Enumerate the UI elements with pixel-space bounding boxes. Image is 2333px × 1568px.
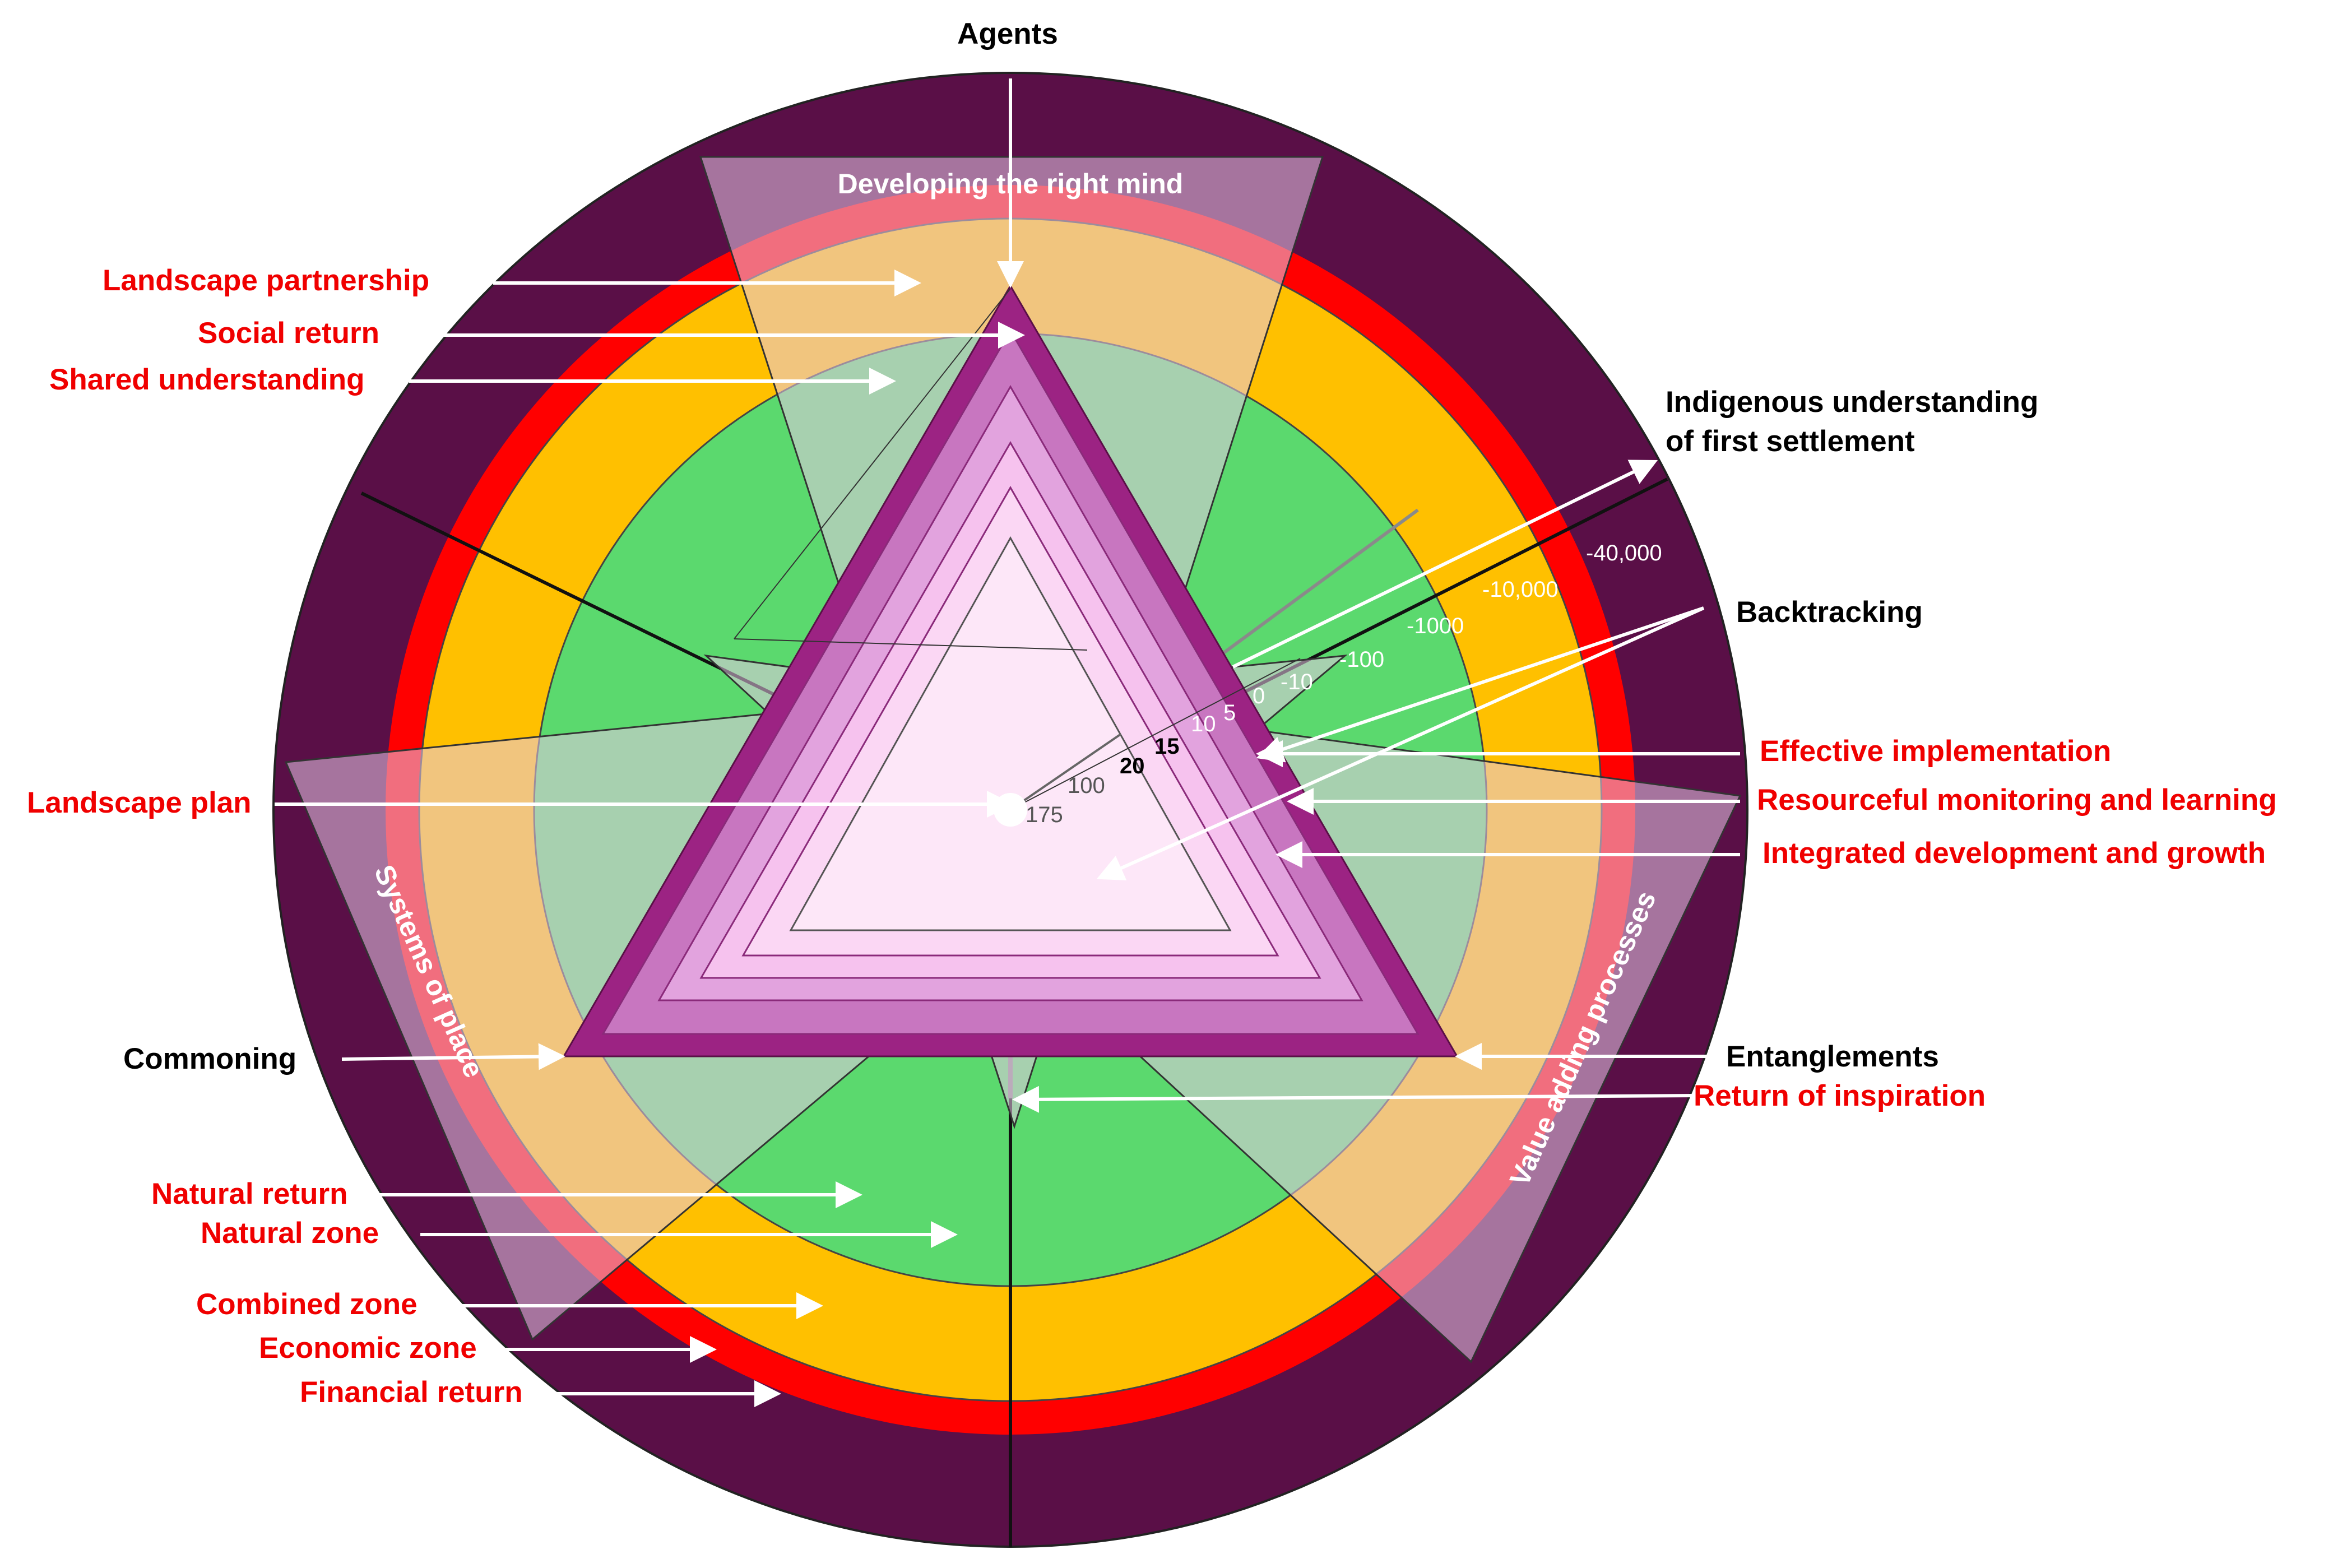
scale-one-seventy-five: 175 bbox=[1026, 802, 1063, 827]
label-backtracking: Backtracking bbox=[1736, 596, 1923, 629]
label-social-return: Social return bbox=[198, 317, 379, 350]
arrow-indigenous bbox=[1232, 460, 1658, 669]
star-line-c bbox=[734, 638, 1088, 651]
center-dot bbox=[994, 793, 1027, 827]
label-resourceful-monitoring: Resourceful monitoring and learning bbox=[1757, 783, 2277, 817]
label-shared-understanding: Shared understanding bbox=[49, 363, 364, 396]
label-integrated-development: Integrated development and growth bbox=[1762, 837, 2266, 870]
label-indigenous-line2: of first settlement bbox=[1666, 425, 1915, 458]
star-line-d bbox=[1010, 658, 1301, 810]
label-landscape-partnership: Landscape partnership bbox=[103, 264, 429, 297]
label-indigenous-line1: Indigenous understanding bbox=[1666, 386, 2038, 419]
label-agents: Agents bbox=[957, 17, 1058, 50]
star-line-a bbox=[734, 288, 1011, 639]
label-natural-return: Natural return bbox=[151, 1177, 347, 1210]
label-commoning: Commoning bbox=[123, 1042, 296, 1075]
arrows bbox=[275, 78, 1740, 1407]
scale-zero: 0 bbox=[1253, 684, 1265, 708]
label-effective-implementation: Effective implementation bbox=[1760, 735, 2111, 768]
arrow-backtracking-2 bbox=[1096, 606, 1705, 881]
label-combined-zone: Combined zone bbox=[196, 1288, 418, 1321]
scale-ten: 10 bbox=[1191, 712, 1216, 736]
scale-fifteen: 15 bbox=[1154, 734, 1180, 759]
arrow-backtracking-1 bbox=[1256, 606, 1704, 763]
center-hub-line bbox=[1009, 733, 1122, 811]
label-return-of-inspiration: Return of inspiration bbox=[1694, 1079, 1986, 1112]
scale-twenty: 20 bbox=[1120, 754, 1145, 778]
scale-neg-1000: -1000 bbox=[1407, 614, 1464, 638]
label-economic-zone: Economic zone bbox=[259, 1332, 477, 1365]
label-financial-return: Financial return bbox=[300, 1376, 523, 1409]
scale-neg-100: -100 bbox=[1339, 647, 1384, 672]
scale-five: 5 bbox=[1223, 701, 1236, 725]
arrow-commoning bbox=[341, 1043, 565, 1070]
label-entanglements: Entanglements bbox=[1726, 1040, 1939, 1073]
label-landscape-plan: Landscape plan bbox=[27, 786, 252, 819]
arrow-return-of-inspiration bbox=[1012, 1085, 1696, 1113]
scale-neg-40000: -40,000 bbox=[1586, 541, 1662, 565]
label-natural-zone: Natural zone bbox=[201, 1217, 379, 1250]
scale-hundred: 100 bbox=[1068, 773, 1105, 798]
scale-neg-10000: -10,000 bbox=[1482, 577, 1559, 602]
scale-neg-10: -10 bbox=[1281, 670, 1313, 694]
